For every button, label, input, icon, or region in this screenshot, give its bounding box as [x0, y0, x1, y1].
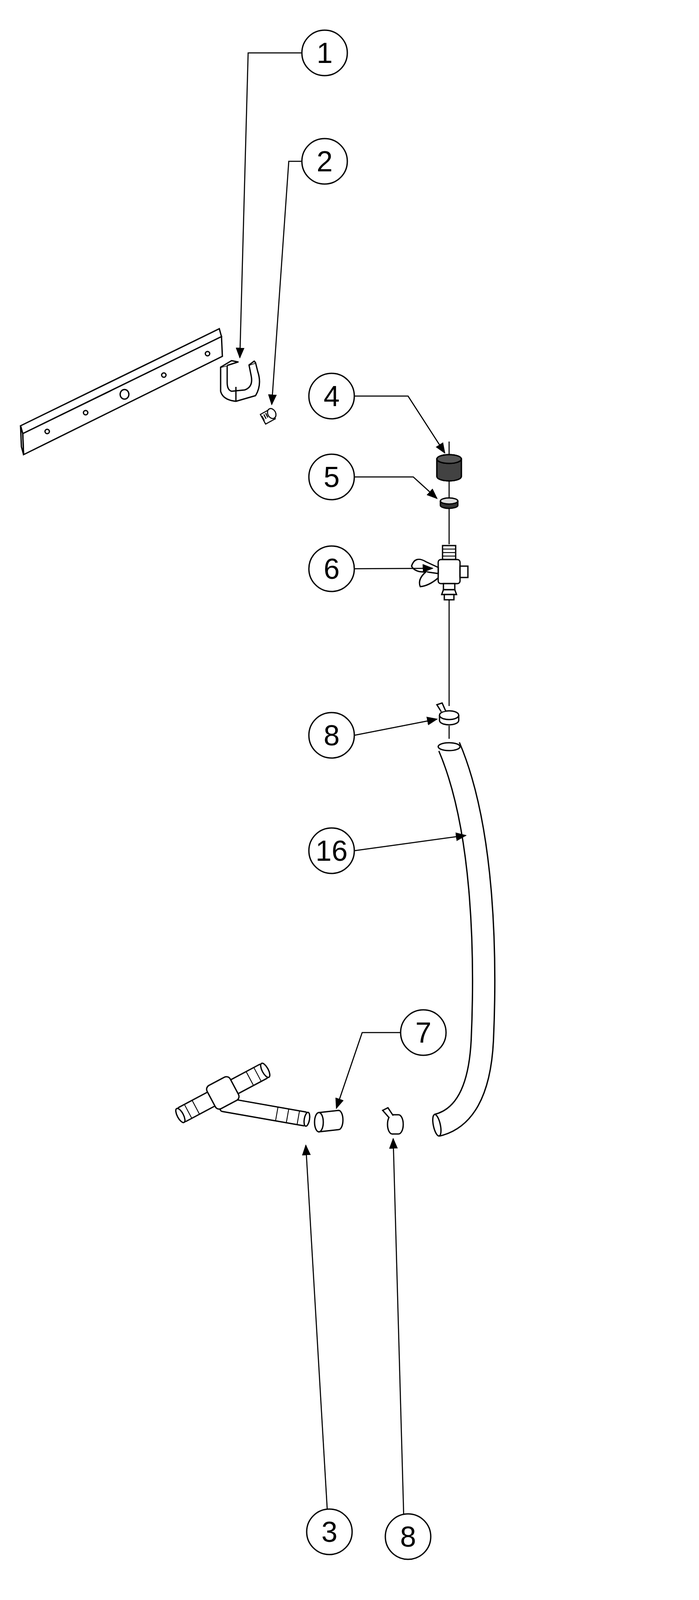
spring-clip: [220, 360, 260, 402]
screw: [260, 406, 278, 424]
callout-number: 16: [315, 835, 348, 865]
washer: [440, 497, 458, 509]
valve: [411, 545, 468, 600]
leader-lines: [239, 52, 466, 1514]
cap: [436, 454, 462, 481]
tee-fitting: [173, 1061, 311, 1126]
callout-number: 7: [415, 1017, 432, 1047]
callout-circles: [301, 30, 447, 1559]
callout-number: 8: [323, 720, 340, 750]
mounting-bracket: [20, 328, 223, 455]
callout-number: 1: [316, 38, 333, 68]
callout-number: 5: [323, 462, 340, 492]
callout-number: 4: [323, 381, 340, 411]
hose-clamp: [382, 1107, 404, 1134]
callout-number: 6: [323, 553, 340, 583]
cap: [314, 1109, 343, 1132]
callout-number: 8: [400, 1521, 417, 1551]
callout-number: 2: [316, 146, 333, 176]
hose-clamp: [436, 702, 459, 725]
callout-number: 3: [321, 1516, 338, 1546]
hose: [431, 742, 484, 1136]
